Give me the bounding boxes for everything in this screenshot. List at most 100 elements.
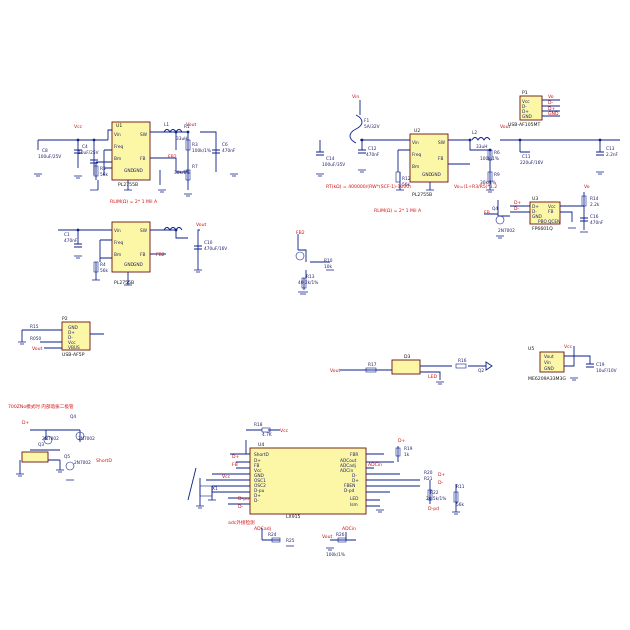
u4-r1: ADCout [340,458,357,464]
r5-ref: R5 [100,166,106,172]
fb2b-label: FB2 [296,230,305,236]
r25-ref: R25 [286,538,295,544]
u1-pin-vin: Vin [114,132,121,138]
note-rlim-2: RLIM(Ω) = 2* 1 Mil A [374,208,422,214]
c8-ref: C8 [42,148,48,154]
r21-net-dm: D- [438,480,444,486]
u4-l5: OSC1 [254,478,266,484]
c12-value: 470nF [366,152,380,158]
u4-l8: D+ [254,493,261,499]
p2-pin-vbus: VBUS [68,345,80,351]
u3-pin-qcen: QCEN [548,219,560,225]
c19-ref: C19 [596,362,605,368]
u2-pin-fb: FB [438,156,443,162]
r3-value: 100k/1% [192,148,211,154]
u1b-pin-sw: SW [140,228,148,234]
usb-port-p1: P1 Vcc D- D+ GND Vo D- D+ GND USB-AF105M… [508,90,560,128]
r14-ref: R14 [590,196,599,202]
u3-pin-dp: D+ [532,204,539,210]
p1-net-gnd: GND [548,111,559,117]
note-rt: RT(kΩ) = 400000/(RW*(SCF-1)-1000) [326,184,411,190]
f1-value: 5A/32V [364,124,380,130]
u5-pin-gnd: GND [544,366,555,372]
r15-value: R050 [30,336,41,342]
r10-value: 10k [324,264,332,270]
u4-l0: ShortD [254,452,270,458]
u4-net-adcin2: ADCin [342,526,356,532]
c13-value: 2.2nF [606,152,619,158]
r6-ref: R6 [494,150,500,156]
u4-net-adcadj: ADCadj [254,526,271,532]
note-vo: Vo=(1+R3/R5)*1.2 [454,184,497,190]
q2-ref: Q2 [478,368,484,374]
u4-r4: D- [352,473,357,479]
r3-ref: R3 [192,142,198,148]
u5-net-vcc: Vcc [564,344,573,350]
l2-ref: L2 [472,130,477,136]
p2-pin-dm: D- [68,335,73,341]
p2-pin-vcc: Vcc [68,340,76,346]
r26-ref: R26 [336,532,345,538]
r7-value: 30k/1% [174,170,190,176]
q2-arrow [485,361,493,371]
r13-value: 40.2k/1% [298,280,318,286]
vout-label-1: Vout [186,122,197,128]
u1-pin-freq: Freq [114,144,123,150]
c6-ref: C6 [222,142,228,148]
p1-net-dm: D- [548,100,554,106]
c16-value: 470nF [590,220,604,226]
sd-net-shortd: ShortD [96,458,112,464]
r19-value: 1k [404,452,410,458]
u4-net-dp: D+ [232,454,240,460]
p2-connector [61,321,91,351]
c13-ref: C13 [606,146,615,152]
u2-pin-gnd: GND [422,172,433,178]
r7-ref: R7 [192,164,198,170]
u1-chip [111,121,151,181]
u3-pin-dm: D- [532,209,537,215]
p1-net-dp: D+ [548,106,556,112]
c14-value: 100uF/35V [322,162,345,168]
c8-value: 100uF/25V [38,154,61,160]
r20-net-dp: D+ [438,472,446,478]
q5-value: 2N7002 [74,460,91,466]
c1-value: 470nF [64,238,78,244]
u4-r9: Ism [350,502,358,508]
l1-ref: L1 [164,122,169,128]
r4-value: 56k [100,268,108,274]
c1-ref: C1 [64,232,70,238]
u3-net-dp: D+ [514,200,522,206]
q3-value: 2N7002 [42,436,59,442]
sd-net-dp: D+ [22,420,30,426]
vout-label-2: Vout [196,222,207,228]
led-net-vout: Vout [330,368,341,374]
r16-ref: R16 [458,358,467,364]
u4-l3: Vcc [254,468,262,474]
p2-ref: P2 [62,316,68,322]
l1-value: 33uH [176,136,187,142]
u2-pin-vin: Vin [412,140,419,146]
u4-l2: FB [254,463,259,469]
u5-pin-vin: Vin [544,360,551,366]
u4-r0: FBR [350,452,358,458]
c11-value: 220uF/16V [520,160,543,166]
u4-r7: D-pd [344,488,355,494]
c6-value: 470nF [222,148,236,154]
u4-net-fb: FB [232,462,238,468]
buck-block-u1: U1 Vin Freq Bm SW FB GND GND PL2755B C4 … [34,121,238,205]
u2-ref: U2 [414,128,420,134]
p2-pin-dp: D+ [68,330,75,336]
note-adc: adc外接检测 [228,519,255,526]
q5-ref: Q5 [64,454,70,460]
vout-label-3: Vout [500,124,511,130]
d3-ref: D3 [404,354,411,360]
u2-part: PL2755B [412,192,432,198]
r18-net-vcc: Vcc [280,428,289,434]
c12-ref: C12 [368,146,377,152]
r21-ref: R21 [424,476,433,482]
r19-ref: R19 [404,446,413,452]
u2-pin-sw: SW [438,140,446,146]
u4-chip [249,447,367,515]
r12-value: 56k [402,182,410,188]
